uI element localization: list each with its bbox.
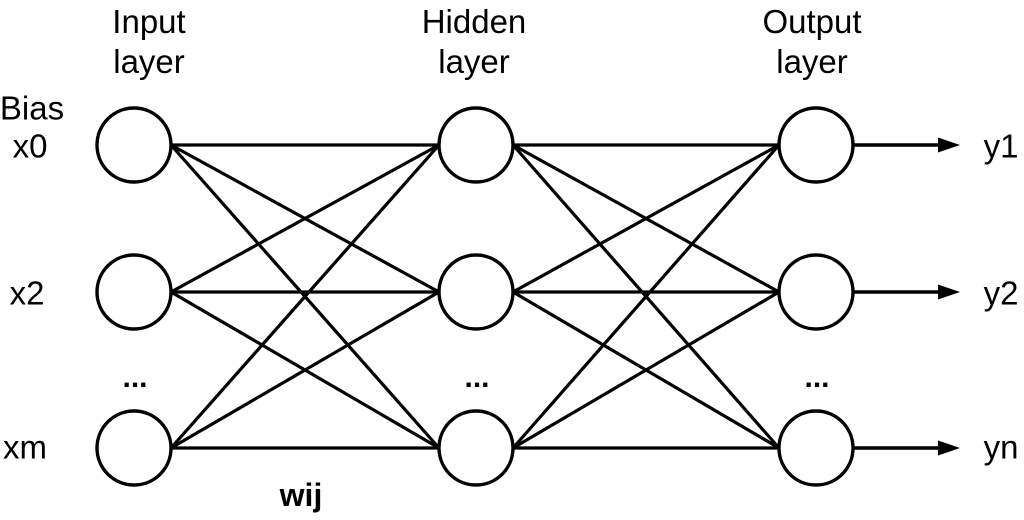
arrowhead-icon-0 (938, 137, 960, 153)
neuron-node-hidden-0 (437, 106, 515, 184)
arrowhead-icon-2 (938, 440, 960, 456)
connection-line-1-2-0 (511, 143, 781, 450)
neuron-node-hidden-1 (437, 253, 515, 331)
hidden-layer-title: Hidden layer (421, 3, 527, 80)
bias-label: Bias (0, 89, 65, 127)
connection-line-0-2-0 (169, 143, 441, 450)
output-layer-title: Output layer (762, 3, 862, 80)
input-label-x0: x0 (12, 127, 48, 165)
output-ellipsis: ... (804, 361, 830, 394)
output-label-y1: y1 (983, 127, 1019, 165)
neuron-node-output-0 (777, 106, 855, 184)
hidden-ellipsis: ... (464, 361, 490, 394)
neuron-node-output-2 (777, 409, 855, 487)
neuron-node-input-2 (95, 409, 173, 487)
input-ellipsis: ... (122, 361, 148, 394)
connection-line-1-1-0 (512, 143, 780, 294)
input-label-x2: x2 (9, 274, 45, 312)
neuron-node-hidden-2 (437, 409, 515, 487)
input-layer-title: Input layer (112, 3, 186, 80)
neuron-node-output-1 (777, 253, 855, 331)
arrowhead-icon-1 (938, 284, 960, 300)
connection-line-1-2-1 (512, 290, 780, 450)
output-label-yn: yn (983, 428, 1019, 466)
weight-label-wij: wij (279, 477, 323, 513)
input-label-xm: xm (3, 428, 47, 466)
neuron-node-input-1 (95, 253, 173, 331)
connection-line-0-1-0 (170, 143, 440, 294)
connection-line-0-2-1 (170, 290, 440, 450)
output-label-y2: y2 (983, 274, 1019, 312)
neuron-node-input-0 (95, 106, 173, 184)
